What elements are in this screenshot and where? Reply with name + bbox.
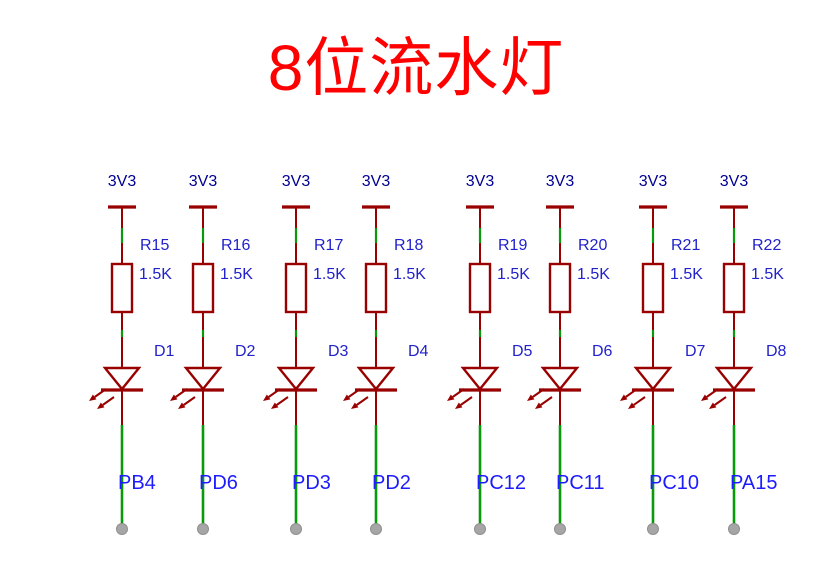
resistor-value: 1.5K bbox=[139, 266, 172, 283]
led-designator: D7 bbox=[685, 343, 706, 360]
led-emission-arrow-icon bbox=[263, 388, 281, 401]
led-channel: 3V3 R17 1.5K D3 PD3 bbox=[256, 170, 366, 565]
resistor-symbol bbox=[468, 262, 492, 314]
led-triangle-symbol bbox=[540, 366, 580, 391]
pin-net-label: PD3 bbox=[292, 472, 331, 494]
resistor-designator: R15 bbox=[140, 237, 170, 254]
led-designator: D8 bbox=[766, 343, 787, 360]
terminal-dot bbox=[290, 523, 302, 535]
terminal-dot bbox=[554, 523, 566, 535]
led-triangle-symbol bbox=[460, 366, 500, 391]
channel-circuit-art bbox=[447, 205, 501, 535]
led-emission-arrow-icon bbox=[271, 396, 289, 409]
terminal-dot bbox=[116, 523, 128, 535]
power-net-label: 3V3 bbox=[638, 173, 668, 190]
resistor-value: 1.5K bbox=[393, 266, 426, 283]
resistor-value: 1.5K bbox=[313, 266, 346, 283]
pin-net-label: PB4 bbox=[118, 472, 156, 494]
led-emission-arrow-icon bbox=[455, 396, 473, 409]
led-triangle-symbol bbox=[633, 366, 673, 391]
terminal-dot bbox=[728, 523, 740, 535]
led-designator: D5 bbox=[512, 343, 533, 360]
power-net-label: 3V3 bbox=[361, 173, 391, 190]
led-emission-arrow-icon bbox=[709, 396, 727, 409]
led-designator: D1 bbox=[154, 343, 175, 360]
pin-net-label: PD6 bbox=[199, 472, 238, 494]
led-emission-arrow-icon bbox=[97, 396, 115, 409]
resistor-designator: R20 bbox=[578, 237, 608, 254]
resistor-symbol bbox=[548, 262, 572, 314]
led-emission-arrow-icon bbox=[701, 388, 719, 401]
led-emission-arrow-icon bbox=[628, 396, 646, 409]
resistor-symbol bbox=[722, 262, 746, 314]
led-triangle-symbol bbox=[356, 366, 396, 391]
resistor-value: 1.5K bbox=[577, 266, 610, 283]
led-designator: D3 bbox=[328, 343, 349, 360]
led-channel: 3V3 R15 1.5K D1 PB4 bbox=[82, 170, 192, 565]
led-emission-arrow-icon bbox=[351, 396, 369, 409]
resistor-designator: R19 bbox=[498, 237, 528, 254]
led-designator: D6 bbox=[592, 343, 613, 360]
led-triangle-symbol bbox=[102, 366, 142, 391]
led-triangle-symbol bbox=[276, 366, 316, 391]
power-net-label: 3V3 bbox=[107, 173, 137, 190]
led-emission-arrow-icon bbox=[343, 388, 361, 401]
led-emission-arrow-icon bbox=[447, 388, 465, 401]
terminal-dot bbox=[647, 523, 659, 535]
resistor-value: 1.5K bbox=[670, 266, 703, 283]
led-channel: 3V3 R18 1.5K D4 PD2 bbox=[336, 170, 446, 565]
resistor-symbol bbox=[641, 262, 665, 314]
resistor-designator: R21 bbox=[671, 237, 701, 254]
terminal-dot bbox=[197, 523, 209, 535]
power-net-label: 3V3 bbox=[465, 173, 495, 190]
channel-circuit-art bbox=[263, 205, 317, 535]
power-net-label: 3V3 bbox=[719, 173, 749, 190]
led-emission-arrow-icon bbox=[170, 388, 188, 401]
resistor-symbol bbox=[364, 262, 388, 314]
led-emission-arrow-icon bbox=[89, 388, 107, 401]
channel-circuit-art bbox=[620, 205, 674, 535]
led-channel: 3V3 R16 1.5K D2 PD6 bbox=[163, 170, 273, 565]
resistor-designator: R22 bbox=[752, 237, 782, 254]
resistor-symbol bbox=[284, 262, 308, 314]
resistor-designator: R18 bbox=[394, 237, 424, 254]
channel-circuit-art bbox=[89, 205, 143, 535]
resistor-value: 1.5K bbox=[751, 266, 784, 283]
led-triangle-symbol bbox=[714, 366, 754, 391]
led-designator: D2 bbox=[235, 343, 256, 360]
resistor-value: 1.5K bbox=[220, 266, 253, 283]
pin-net-label: PC11 bbox=[556, 472, 605, 494]
led-channel: 3V3 R21 1.5K D7 PC1 bbox=[613, 170, 723, 565]
channel-circuit-art bbox=[527, 205, 581, 535]
led-channel: 3V3 R20 1.5K D6 PC1 bbox=[520, 170, 630, 565]
pin-net-label: PC10 bbox=[649, 472, 700, 494]
pin-net-label: PA15 bbox=[730, 472, 778, 494]
led-triangle-symbol bbox=[183, 366, 223, 391]
led-channel: 3V3 R19 1.5K D5 PC1 bbox=[440, 170, 550, 565]
pin-net-label: PD2 bbox=[372, 472, 411, 494]
terminal-dot bbox=[370, 523, 382, 535]
power-net-label: 3V3 bbox=[188, 173, 218, 190]
channel-circuit-art bbox=[170, 205, 224, 535]
resistor-symbol bbox=[191, 262, 215, 314]
led-designator: D4 bbox=[408, 343, 429, 360]
resistor-symbol bbox=[110, 262, 134, 314]
channel-circuit-art bbox=[343, 205, 397, 535]
led-emission-arrow-icon bbox=[527, 388, 545, 401]
pin-net-label: PC12 bbox=[476, 472, 527, 494]
power-net-label: 3V3 bbox=[545, 173, 575, 190]
terminal-dot bbox=[474, 523, 486, 535]
resistor-designator: R17 bbox=[314, 237, 344, 254]
led-emission-arrow-icon bbox=[535, 396, 553, 409]
led-channel: 3V3 R22 1.5K D8 PA1 bbox=[694, 170, 804, 565]
led-emission-arrow-icon bbox=[178, 396, 196, 409]
resistor-value: 1.5K bbox=[497, 266, 530, 283]
schematic-title: 8位流水灯 bbox=[267, 32, 565, 104]
channel-circuit-art bbox=[701, 205, 755, 535]
power-net-label: 3V3 bbox=[281, 173, 311, 190]
led-emission-arrow-icon bbox=[620, 388, 638, 401]
resistor-designator: R16 bbox=[221, 237, 251, 254]
